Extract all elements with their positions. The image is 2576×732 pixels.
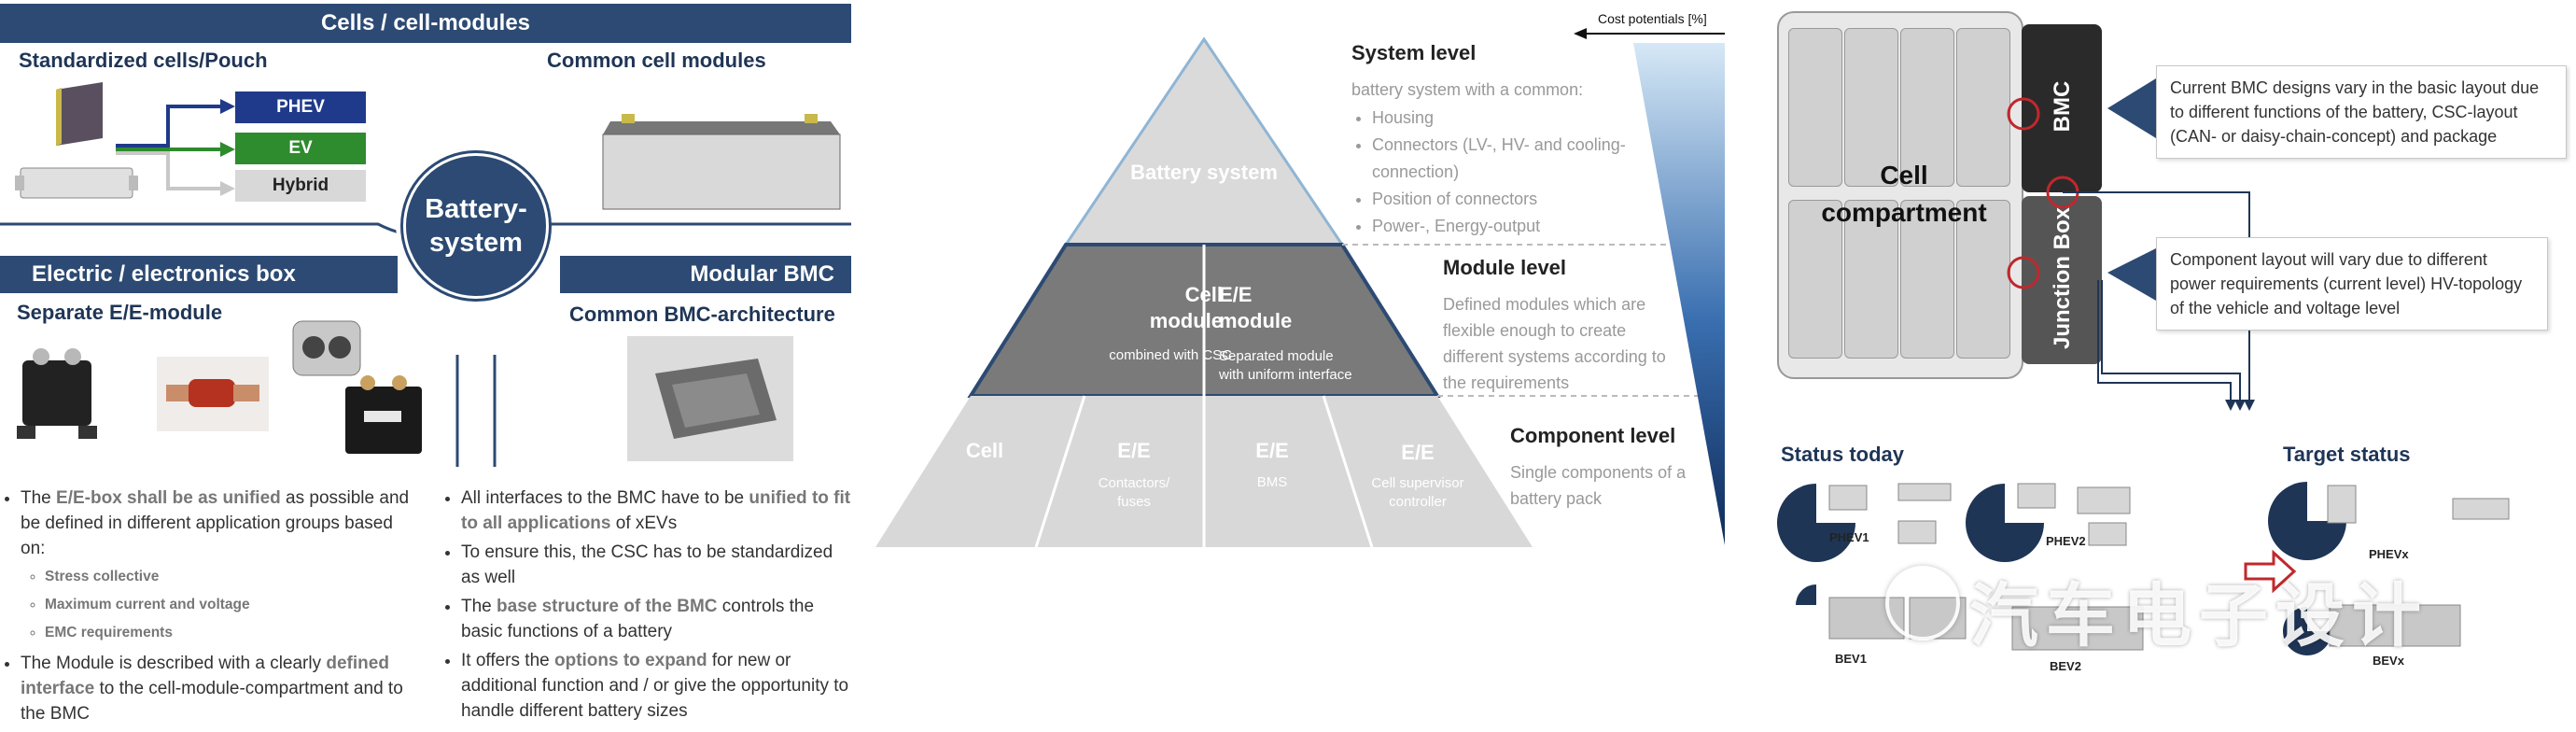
label-phev2: PHEV2 bbox=[2046, 534, 2086, 548]
app-phev: PHEV bbox=[235, 92, 366, 123]
target-status-title: Target status bbox=[2283, 443, 2411, 466]
component-level-title: Component level bbox=[1510, 424, 1676, 447]
pyramid-ee-bms-sub: BMS bbox=[1256, 474, 1288, 490]
pouch-cell-graphic bbox=[15, 82, 138, 199]
wiring-and-pointers bbox=[2007, 78, 2255, 411]
pyramid-ee-csc: E/E bbox=[1401, 441, 1435, 464]
watermark-text: 汽车电子设计 bbox=[1969, 577, 2429, 655]
module-level-title: Module level bbox=[1443, 256, 1567, 279]
label-phevx: PHEVx bbox=[2369, 547, 2409, 561]
label-phev1: PHEV1 bbox=[1829, 530, 1869, 544]
pyramid-cell-module: Cell module bbox=[1149, 283, 1223, 332]
bmc-bullet-4: It offers the options to expand for new … bbox=[461, 648, 853, 724]
status-graphics bbox=[1777, 482, 2510, 655]
bmc-band: Modular BMC bbox=[560, 256, 851, 293]
label-bev1: BEV1 bbox=[1835, 652, 1867, 666]
pyramid-ee-module: E/E module bbox=[1219, 283, 1293, 332]
cost-potentials-label: Cost potentials [%] bbox=[1598, 11, 1707, 26]
pyramid-ee-bms: E/E bbox=[1255, 439, 1289, 462]
bmc-bullet-2: To ensure this, the CSC has to be standa… bbox=[461, 540, 853, 590]
standardized-cells-title: Standardized cells/Pouch bbox=[19, 49, 268, 72]
app-ev: EV bbox=[235, 133, 366, 164]
bmc-photo bbox=[627, 336, 793, 461]
pyramid-cell: Cell bbox=[965, 439, 1004, 462]
bmc-bullet-3: The base structure of the BMC controls t… bbox=[461, 594, 853, 644]
cell-compartment-label: Cell compartment bbox=[1821, 161, 1987, 227]
pyramid-ee-contactors-sub: Contactors/ fuses bbox=[1098, 475, 1170, 510]
system-level-title: System level bbox=[1351, 41, 1477, 64]
battery-system-core: Battery- system bbox=[403, 153, 549, 299]
fuse-photo bbox=[157, 357, 269, 431]
connector-photo bbox=[292, 320, 361, 376]
module-level-text: Defined modules which are flexible enoug… bbox=[1443, 295, 1666, 392]
bmc-block bbox=[2022, 24, 2102, 192]
pyramid-battery-system: Battery system bbox=[1130, 161, 1278, 184]
pyramid-ee-contactors: E/E bbox=[1117, 439, 1151, 462]
watermark-logo-icon bbox=[1885, 566, 1960, 640]
pyramid-graphic bbox=[875, 28, 1725, 548]
ee-bullet-1: The E/E-box shall be as unified as possi… bbox=[21, 486, 413, 645]
contactor-photo bbox=[345, 375, 422, 454]
pyramid-ee-csc-sub: Cell supervisor controller bbox=[1371, 475, 1464, 510]
pyramid-cell-module-sub: combined with CSC bbox=[1109, 347, 1232, 363]
app-hybrid: Hybrid bbox=[235, 170, 366, 202]
ee-bullet-2: The Module is described with a clearly d… bbox=[21, 651, 413, 726]
app-arrows bbox=[116, 99, 235, 196]
bmc-callout: Current BMC designs vary in the basic la… bbox=[2156, 65, 2567, 159]
relay-photo bbox=[17, 348, 97, 439]
system-level-list: Housing Connectors (LV-, HV- and cooling… bbox=[1351, 105, 1671, 240]
cells-band: Cells / cell-modules bbox=[0, 4, 851, 43]
cell-module-graphic bbox=[602, 114, 841, 210]
status-today-title: Status today bbox=[1781, 443, 1905, 466]
common-bmc-title: Common BMC-architecture bbox=[569, 303, 835, 326]
pyramid-ee-module-sub: Separated module with uniform interface bbox=[1219, 348, 1352, 383]
ee-band: Electric / electronics box bbox=[0, 256, 398, 293]
label-bev2: BEV2 bbox=[2050, 659, 2081, 673]
bmc-bullet-1: All interfaces to the BMC have to be uni… bbox=[461, 486, 853, 536]
common-cell-modules-title: Common cell modules bbox=[547, 49, 766, 72]
junction-box-callout: Component layout will vary due to differ… bbox=[2156, 237, 2548, 331]
cell-grid bbox=[1788, 28, 2012, 364]
ee-bullet-list: The E/E-box shall be as unified as possi… bbox=[0, 486, 413, 730]
component-level-text: Single components of a battery pack bbox=[1510, 463, 1687, 508]
ee-sub-list: Stress collective Maximum current and vo… bbox=[21, 565, 413, 645]
system-level-intro: battery system with a common: bbox=[1351, 80, 1584, 99]
label-bevx: BEVx bbox=[2373, 654, 2404, 668]
bmc-bullet-list: All interfaces to the BMC have to be uni… bbox=[441, 486, 853, 727]
separate-ee-title: Separate E/E-module bbox=[17, 301, 223, 324]
